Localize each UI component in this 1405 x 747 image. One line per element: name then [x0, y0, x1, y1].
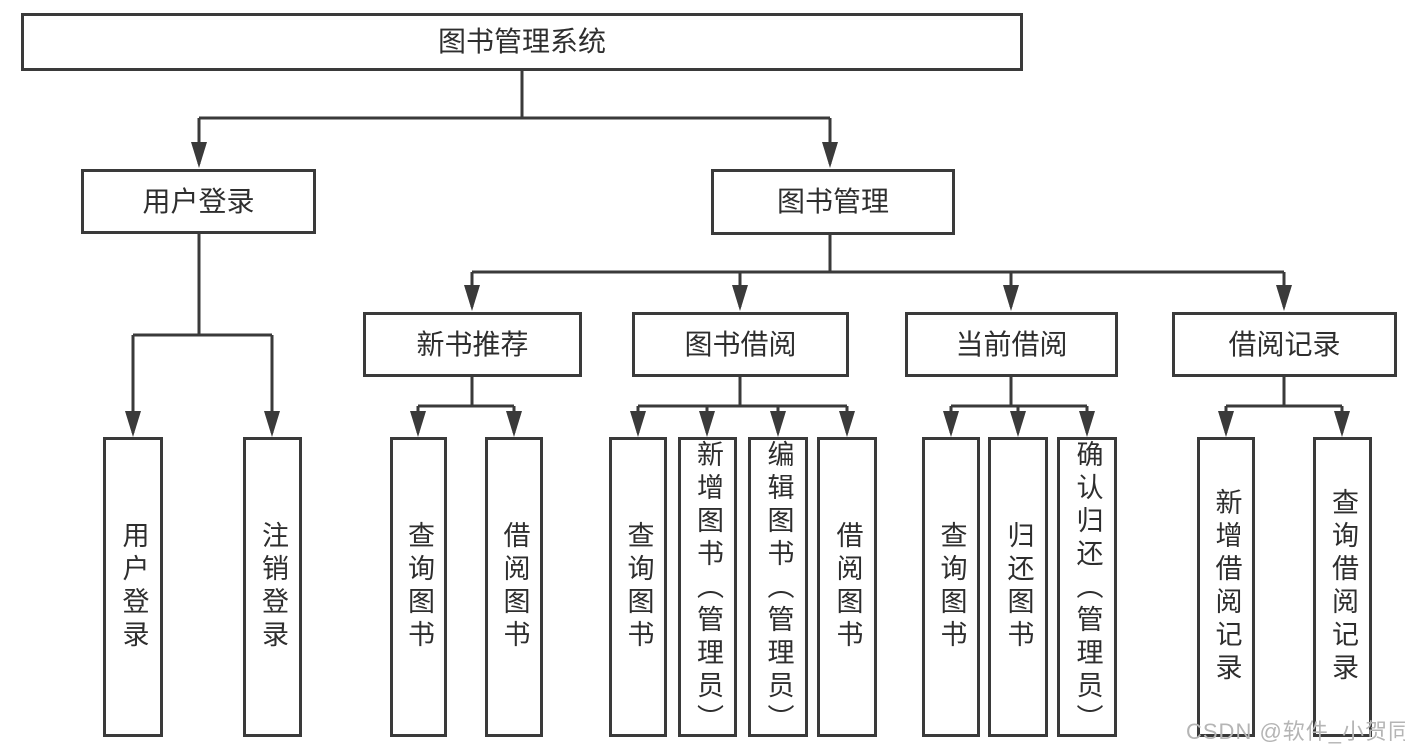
leaf-label: 查询图书	[623, 521, 654, 653]
leaf-label: 查询借阅记录	[1328, 488, 1358, 686]
node-book-borrowing: 图书借阅	[632, 312, 849, 377]
watermark: CSDN @软件_小贺同学	[1186, 719, 1405, 744]
leaf-label: 新增图书（管理员）	[693, 440, 723, 737]
leaf-label: 确认归还（管理员）	[1072, 440, 1103, 737]
arrowheads	[125, 142, 1350, 437]
node-label: 图书管理系统	[437, 26, 606, 57]
node-borrowing-records: 借阅记录	[1172, 312, 1397, 377]
node-library-management-system: 图书管理系统	[21, 13, 1023, 71]
leaf-current-query-books: 查询图书	[922, 437, 980, 737]
leaf-label: 新增借阅记录	[1211, 488, 1242, 686]
node-label: 用户登录	[142, 185, 255, 217]
leaf-current-return-books: 归还图书	[988, 437, 1048, 737]
leaf-label: 用户登录	[118, 521, 149, 653]
node-user-login: 用户登录	[81, 169, 316, 234]
leaf-label: 借阅图书	[499, 521, 530, 653]
leaf-label: 注销登录	[258, 521, 288, 653]
leaf-newbooks-borrow-books: 借阅图书	[485, 437, 543, 737]
node-label: 当前借阅	[955, 328, 1068, 360]
node-label: 借阅记录	[1228, 328, 1341, 360]
leaf-user-login: 用户登录	[103, 437, 163, 737]
leaf-label: 归还图书	[1003, 521, 1034, 653]
leaf-borrowing-borrow-books: 借阅图书	[817, 437, 877, 737]
leaf-logout: 注销登录	[243, 437, 302, 737]
leaf-label: 查询图书	[936, 521, 967, 653]
leaf-current-confirm-return-admin: 确认归还（管理员）	[1057, 437, 1117, 737]
leaf-label: 借阅图书	[832, 521, 863, 653]
leaf-borrowing-query-books: 查询图书	[609, 437, 667, 737]
leaf-label: 编辑图书（管理员）	[763, 440, 794, 737]
leaf-records-query-record: 查询借阅记录	[1313, 437, 1372, 737]
node-label: 图书管理	[776, 186, 889, 217]
node-label: 图书借阅	[684, 328, 797, 360]
node-new-book-recommendation: 新书推荐	[363, 312, 582, 377]
node-book-management: 图书管理	[711, 169, 955, 235]
leaf-newbooks-query-books: 查询图书	[390, 437, 447, 737]
leaf-borrowing-edit-book-admin: 编辑图书（管理员）	[748, 437, 808, 737]
leaf-records-add-record: 新增借阅记录	[1197, 437, 1255, 737]
leaf-borrowing-add-book-admin: 新增图书（管理员）	[678, 437, 737, 737]
node-current-borrowing: 当前借阅	[905, 312, 1118, 377]
node-label: 新书推荐	[416, 328, 529, 360]
leaf-label: 查询图书	[404, 521, 434, 653]
